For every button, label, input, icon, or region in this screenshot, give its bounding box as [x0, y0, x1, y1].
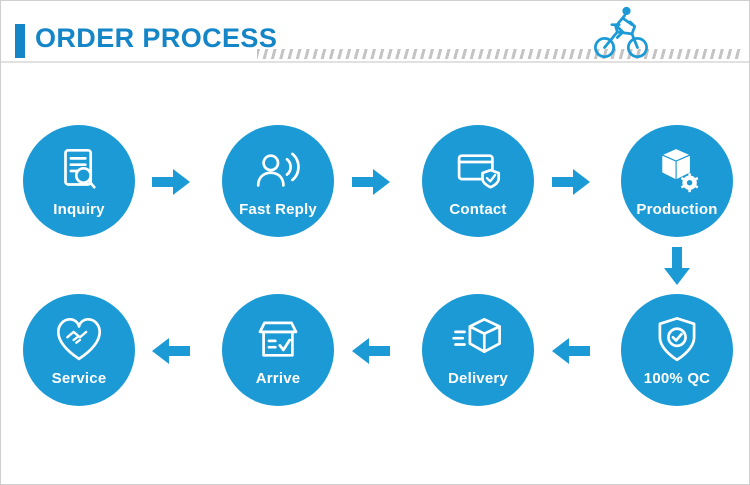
title-accent-bar: [15, 24, 25, 58]
arrow-right-icon: [552, 167, 590, 197]
step-label: Inquiry: [53, 201, 105, 218]
qc-shield-check-icon: [658, 317, 696, 362]
tire-track-pattern: [257, 49, 743, 59]
step-label: Contact: [449, 201, 507, 218]
arrive-package-checklist-icon: [258, 321, 298, 357]
step-label: Fast Reply: [239, 201, 317, 218]
step-label: Service: [51, 370, 107, 387]
step-label: 100% QC: [643, 370, 711, 387]
fast-reply-person-waves-icon: [256, 152, 300, 187]
delivery-box-speed-icon: [452, 317, 501, 354]
step-label: Arrive: [255, 370, 301, 387]
arrow-right-icon: [152, 167, 190, 197]
step-circle-arrive: Arrive: [222, 294, 334, 406]
step-circle-contact: Contact: [422, 125, 534, 237]
contact-card-shield-icon: [457, 154, 501, 189]
step-circle-inquiry: Inquiry: [23, 125, 135, 237]
arrow-left-icon: [152, 336, 190, 366]
inquiry-document-magnifier-icon: [64, 148, 96, 189]
page-title: ORDER PROCESS: [35, 23, 278, 53]
bicycle-rider-icon: [594, 6, 648, 59]
production-box-gear-icon: [661, 147, 699, 193]
step-label: Delivery: [448, 370, 508, 387]
arrow-right-icon: [352, 167, 390, 197]
step-circle-production: Production: [621, 125, 733, 237]
arrow-left-icon: [552, 336, 590, 366]
service-heart-handshake-icon: [56, 317, 102, 361]
step-circle-100-qc: 100% QC: [621, 294, 733, 406]
step-circle-fast-reply: Fast Reply: [222, 125, 334, 237]
step-circle-service: Service: [23, 294, 135, 406]
step-label: Production: [636, 201, 718, 218]
arrow-down-icon: [662, 247, 692, 285]
step-circle-delivery: Delivery: [422, 294, 534, 406]
header-divider: [1, 61, 749, 63]
arrow-left-icon: [352, 336, 390, 366]
